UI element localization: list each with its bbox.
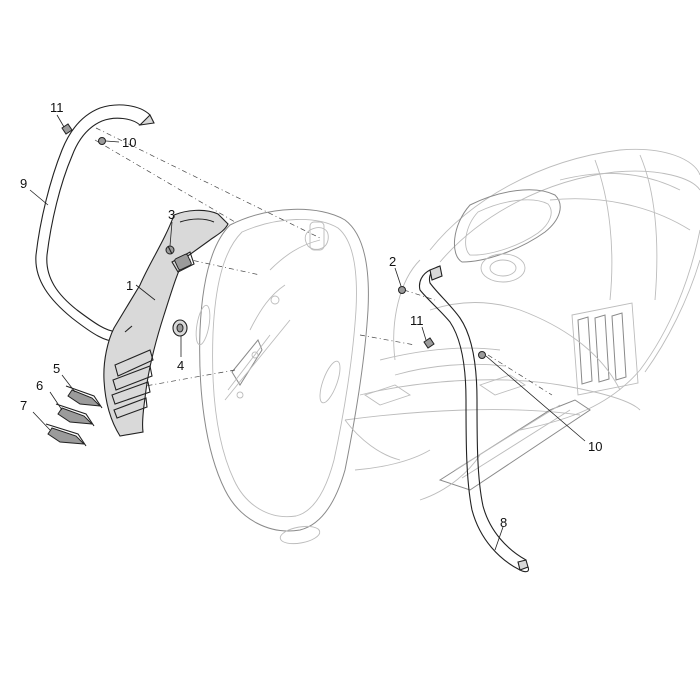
leader-10a [105,140,120,143]
leader-3 [169,221,173,247]
leader-8 [494,526,504,551]
callout-8: 8 [500,515,507,530]
assembly-guide-lines [94,127,553,396]
callout-7: 7 [20,398,27,413]
leader-11a [56,114,65,128]
leader-5 [61,374,76,393]
leader-10b [485,355,586,442]
leader-6 [49,391,63,411]
part-11-bolt-upper [61,123,73,135]
scooter-body-outline [195,148,700,545]
callout-10-lower: 10 [588,439,602,454]
callout-3: 3 [168,207,175,222]
leader-2 [394,267,402,287]
callout-6: 6 [36,378,43,393]
part-11-bolt-lower [423,337,435,349]
callout-9: 9 [20,176,27,191]
part-10-screw-upper [98,137,106,145]
part-3-screw [165,245,175,255]
callout-5: 5 [53,361,60,376]
leader-9 [29,189,49,206]
callout-11-upper: 11 [50,100,64,115]
side-vent-grille [571,302,639,396]
leader-7 [32,411,51,431]
part-5-badge [65,385,103,409]
leader-11b [421,326,427,341]
part-1-inner-legshield-panel [103,209,229,437]
part-2-screw [398,286,406,294]
part-4-grommet [172,319,188,337]
callout-1: 1 [126,278,133,293]
callout-10-upper: 10 [122,135,136,150]
leader-lines [29,114,586,551]
part-8-legshield-trim-right [418,265,530,573]
callout-2: 2 [389,254,396,269]
callout-11-lower: 11 [410,313,424,328]
part-7-badge [45,423,87,447]
leader-1 [135,284,156,301]
callout-4: 4 [177,358,184,373]
callout-labels: 11 10 9 3 1 4 5 6 7 2 11 10 8 [20,100,602,530]
part-6-badge [55,403,95,427]
part-10-screw-lower [478,351,486,359]
